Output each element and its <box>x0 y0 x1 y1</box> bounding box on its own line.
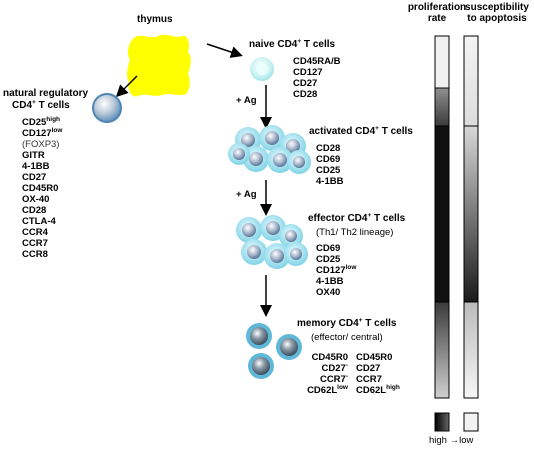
marker-item: CTLA-4 <box>22 216 56 227</box>
marker-item: CD45RA/B <box>293 56 341 67</box>
marker-item: 4-1BB <box>22 161 50 172</box>
marker-item: OX-40 <box>22 194 50 205</box>
marker-item: CD28 <box>22 205 47 216</box>
marker-item: CD25high <box>22 116 61 128</box>
marker-item: 4-1BB <box>316 176 344 187</box>
marker-item: CD27 <box>293 78 318 89</box>
proliferation-rate-bar <box>434 35 450 399</box>
memory-cells <box>246 323 302 379</box>
naive-title: naive CD4+ T cells <box>249 38 336 50</box>
marker-item: CD28 <box>316 143 341 154</box>
marker-item: CCR7- <box>319 373 348 385</box>
treg-title-line1: natural regulatory <box>3 88 89 99</box>
marker-item: CD69 <box>316 243 341 254</box>
ag-label-1: + Ag <box>236 95 257 106</box>
marker-item: CD127low <box>22 127 63 139</box>
activated-title: activated CD4+ T cells <box>309 125 413 137</box>
apoptosis-susceptibility-bar <box>463 35 479 399</box>
marker-item: CD27- <box>321 362 348 374</box>
marker-item: (FOXP3) <box>22 139 60 150</box>
marker-item: CD127low <box>316 264 357 276</box>
marker-item: CCR7 <box>356 374 382 385</box>
marker-item: CD62Llow <box>307 384 348 396</box>
thymus-label: thymus <box>137 14 173 25</box>
legend-text: high →low <box>429 435 473 446</box>
marker-item: CD45R0 <box>22 183 59 194</box>
naive-cell <box>250 57 274 81</box>
treg-cell <box>92 93 122 123</box>
legend-light-swatch <box>463 412 479 432</box>
marker-item: CD27 <box>22 172 47 183</box>
memory-title: memory CD4+ T cells <box>297 317 397 329</box>
marker-item: CD62Lhigh <box>356 384 400 396</box>
marker-item: CD45R0 <box>311 352 348 363</box>
thymus-to-naive-arrow <box>206 43 243 58</box>
marker-item: CD45R0 <box>356 352 393 363</box>
effector-subtitle: (Th1/ Th2 lineage) <box>316 227 394 238</box>
marker-item: CD127 <box>293 67 323 78</box>
proliferation-header: proliferation rate <box>407 2 467 24</box>
thymus-shape <box>127 34 191 97</box>
effector-cell-cluster <box>236 215 308 269</box>
marker-item: CCR8 <box>22 249 48 260</box>
marker-item: 4-1BB <box>316 276 344 287</box>
effector-title: effector CD4+ T cells <box>308 212 406 224</box>
marker-item: CCR7 <box>22 238 48 249</box>
marker-item: CCR4 <box>22 227 48 238</box>
apoptosis-header: susceptibility to apoptosis <box>465 2 529 24</box>
marker-item: CD27 <box>356 363 381 374</box>
legend-arrow-icon: → <box>449 435 460 446</box>
legend-high: high <box>429 435 447 446</box>
treg-title: natural regulatory CD4+ T cells <box>3 88 88 112</box>
thymus-to-treg-arrow <box>115 75 138 98</box>
marker-item: GITR <box>22 150 45 161</box>
activated-cell-cluster <box>228 125 311 174</box>
marker-item: CD25 <box>316 254 341 265</box>
marker-item: OX40 <box>316 287 341 298</box>
legend-dark-swatch <box>434 412 450 432</box>
marker-item: CD25 <box>316 165 341 176</box>
marker-item: CD28 <box>293 89 318 100</box>
marker-item: CD69 <box>316 154 341 165</box>
legend-low: low <box>459 435 474 446</box>
treg-title-line2: CD4+ T cells <box>12 99 70 111</box>
ag-label-2: + Ag <box>236 189 257 200</box>
memory-subtitle: (effector/ central) <box>311 332 383 343</box>
